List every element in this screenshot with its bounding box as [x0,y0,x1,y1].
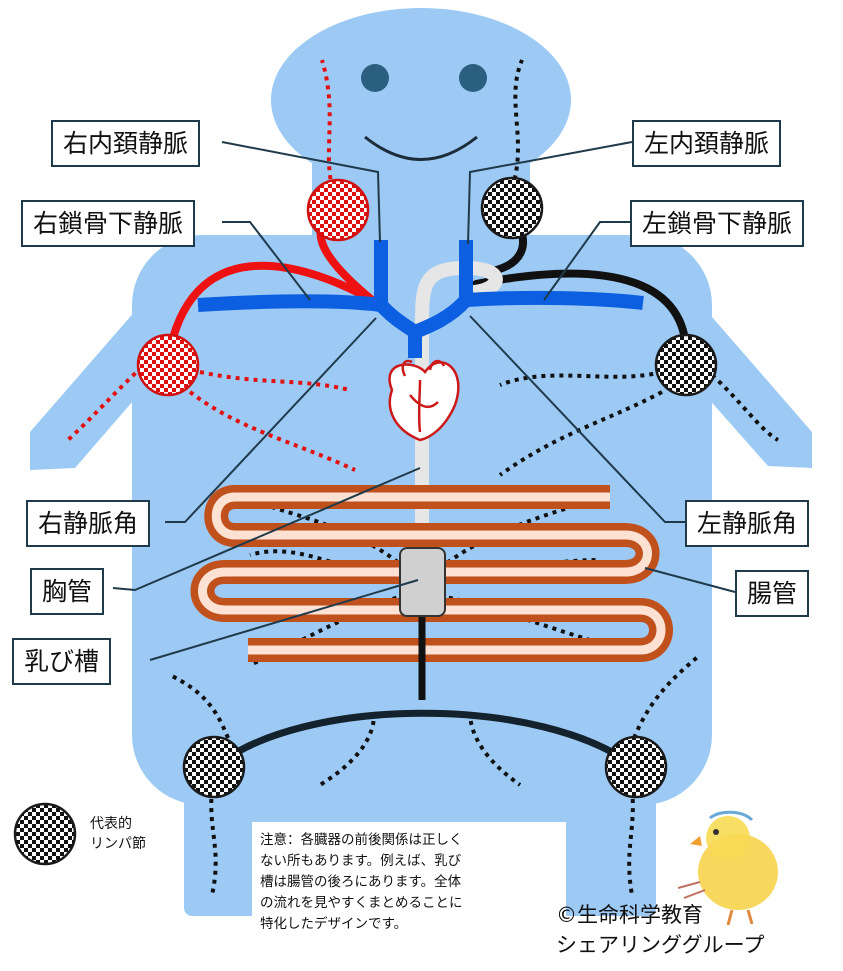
lymph-nodes [13,176,718,866]
note-line-5: 特化したデザインです。 [260,916,408,932]
lymph-node-left-axilla [654,333,718,397]
right-subclavian-vein [197,294,382,312]
right-eye [361,64,389,92]
label-left-venous-angle: 左静脈角 [685,500,810,547]
heart-icon [388,359,460,442]
leader-lines [112,141,736,661]
mouth [364,135,478,161]
lymph-node-left-neck [480,176,544,240]
cisterna-chyli-shape [399,547,446,617]
label-right-subclavian-vein: 右鎖骨下静脈 [21,200,196,247]
lumbar-trunk-arc [211,709,639,771]
label-left-internal-jugular-vein: 左内頚静脈 [632,120,782,167]
lymph-node-right-groin [182,735,246,799]
left-subclavian-vein [465,290,644,310]
label-thoracic-duct: 胸管 [30,568,105,615]
note-line-3: 槽は腸管の後ろにあります。全体 [260,874,462,890]
note-line-1: 注意：各臓器の前後関係は正しく [260,832,463,848]
copyright: ©生命科学教育 シェアリンググループ [556,900,764,960]
label-right-venous-angle: 右静脈角 [26,500,151,547]
brachiocephalic-vein [375,295,472,358]
label-left-subclavian-vein: 左鎖骨下静脈 [630,200,805,247]
caution-note: 注意：各臓器の前後関係は正しく ない所もあります。例えば、乳び 槽は腸管の後ろに… [252,822,566,941]
chick-illustration-icon [677,810,778,926]
copyright-line-1: ©生命科学教育 [556,903,703,927]
label-cisterna-chyli: 乳び槽 [12,638,112,685]
lymph-vessels-right [66,59,356,472]
lymph-node-right-neck [306,178,370,242]
legend-lymph-node-icon [13,802,77,866]
note-line-2: ない所もあります。例えば、乳び [260,853,462,869]
left-eye [459,64,487,92]
label-right-internal-jugular-vein: 右内頚静脈 [51,120,201,167]
lymph-node-right-axilla [136,333,200,397]
lymph-node-left-groin [604,735,668,799]
label-intestine: 腸管 [735,570,810,617]
note-line-4: の流れを見やすくまとめることに [260,895,463,911]
copyright-line-2: シェアリンググループ [556,933,765,957]
legend: 代表的 リンパ節 [90,814,146,854]
legend-line-2: リンパ節 [90,836,146,852]
left-lymph-trunk-arm [472,269,691,364]
veins [197,240,644,358]
face [361,64,487,161]
legend-line-1: 代表的 [90,816,132,832]
